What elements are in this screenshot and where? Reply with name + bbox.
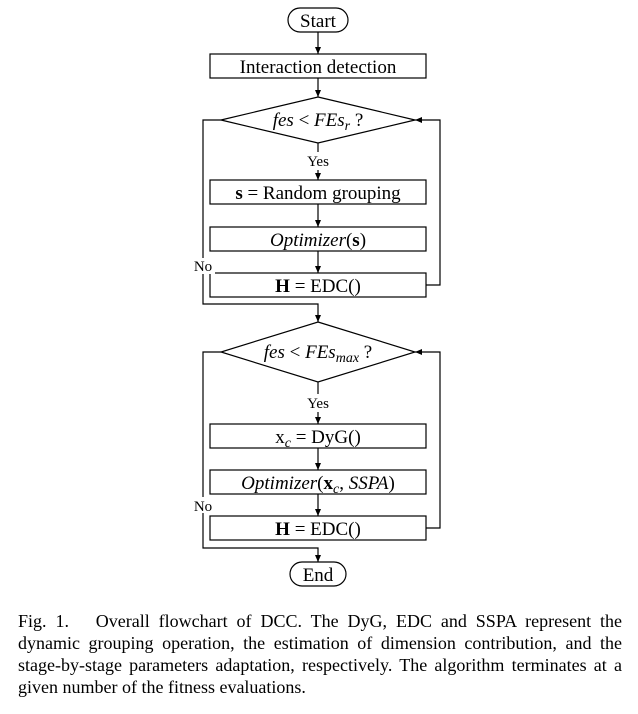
edc-label-2: H = EDC(): [275, 519, 361, 540]
decision-fes-fesr-label: fes < FEsr ?: [273, 110, 364, 134]
edc-box-2: [209, 515, 427, 541]
start-label: Start: [300, 11, 337, 32]
random-grouping-box: [209, 179, 427, 205]
caption-text: Overall flowchart of DCC. The DyG, EDC a…: [18, 611, 622, 697]
yes-label-2: Yes: [307, 396, 329, 412]
dyg-label: xc = DyG(): [275, 427, 361, 451]
optimizer-s-label: Optimizer(s): [270, 230, 366, 251]
optimizer-sspa-label: Optimizer(xc, SSPA): [241, 473, 395, 497]
no-arrow-2: [202, 351, 321, 562]
interaction-detection-label: Interaction detection: [240, 57, 397, 78]
loop-arrow-2: [415, 349, 441, 529]
yes-label-1: Yes: [307, 154, 329, 170]
end-label: End: [303, 565, 334, 586]
edc-label-1: H = EDC(): [275, 276, 361, 297]
flowchart: Start Interaction detection fes < FEsr ?…: [193, 7, 441, 587]
no-arrow-1: [202, 119, 321, 322]
decision-fes-fesmax-label: fes < FEsmax ?: [264, 342, 372, 366]
no-label-2: No: [194, 499, 212, 515]
figure-caption: Fig. 1. Overall flowchart of DCC. The Dy…: [18, 610, 622, 698]
random-grouping-label: s = Random grouping: [235, 183, 401, 204]
interaction-detection-box: [209, 53, 427, 79]
dyg-box: [209, 423, 427, 449]
end-terminal: [289, 561, 347, 587]
caption-label: Fig. 1.: [18, 611, 69, 631]
loop-arrow-1: [415, 117, 441, 286]
no-label-1: No: [194, 259, 212, 275]
optimizer-sspa-box: [209, 469, 427, 495]
